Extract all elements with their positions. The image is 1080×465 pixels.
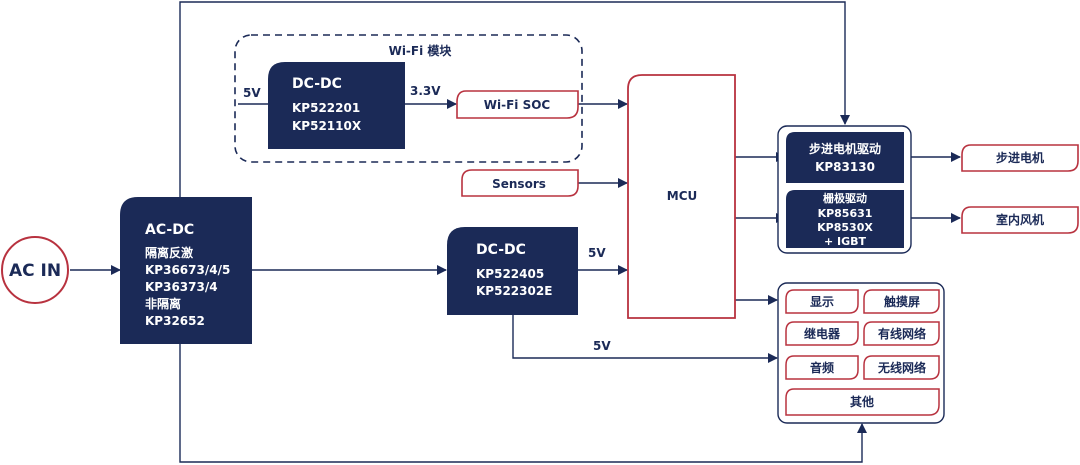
peripheral-other-label: 其他 bbox=[850, 394, 874, 409]
drivers-container: 步进电机驱动 KP83130 栅极驱动 KP85631 KP8530X + IG… bbox=[777, 125, 912, 254]
acdc-title: AC-DC bbox=[145, 222, 194, 238]
wifi-dcdc-block bbox=[268, 62, 405, 149]
dcdc-main-title: DC-DC bbox=[476, 242, 526, 258]
dcdc-main-line: KP522405 bbox=[476, 267, 544, 281]
wifi-soc-label: Wi-Fi SOC bbox=[484, 98, 551, 112]
wifi-module: Wi-Fi 模块 5V 3.3V DC-DC KP522201 KP52110X… bbox=[234, 34, 583, 163]
line-top-rail bbox=[179, 1, 850, 197]
peripheral-other bbox=[785, 388, 940, 416]
wifi-dcdc-line: KP522201 bbox=[292, 101, 360, 115]
mcu-label: MCU bbox=[667, 189, 698, 203]
wifi-dcdc-line: KP52110X bbox=[292, 119, 362, 133]
peripheral-touchscreen bbox=[863, 289, 940, 314]
gate-driver-line: KP85631 bbox=[818, 207, 873, 220]
wifi-dcdc-title: DC-DC bbox=[292, 76, 342, 92]
indoor-fan-label: 室内风机 bbox=[996, 212, 1044, 227]
peripheral-wireless-network-label: 无线网络 bbox=[877, 360, 926, 375]
peripheral-audio-label: 音频 bbox=[810, 360, 834, 375]
peripheral-relay-label: 继电器 bbox=[804, 326, 841, 341]
wifi-module-title: Wi-Fi 模块 bbox=[389, 43, 453, 58]
peripheral-relay bbox=[785, 321, 859, 346]
peripheral-display-label: 显示 bbox=[810, 295, 834, 309]
dcdc-main-block: DC-DC KP522405 KP522302E bbox=[447, 227, 578, 315]
wifi-out-voltage: 3.3V bbox=[410, 84, 441, 98]
voltage-label-mcu: 5V bbox=[588, 246, 606, 260]
wifi-soc-block bbox=[456, 90, 579, 119]
peripherals-container: 显示 触摸屏 继电器 有线网络 音频 无线网络 其他 bbox=[777, 282, 945, 424]
ac-in-label: AC IN bbox=[9, 261, 61, 281]
acdc-block: AC-DC 隔离反激 KP36673/4/5 KP36373/4 非隔离 KP3… bbox=[120, 197, 252, 344]
acdc-line: 隔离反激 bbox=[145, 245, 193, 260]
line-dcdc-peripherals bbox=[512, 315, 778, 363]
stepper-driver-line: KP83130 bbox=[815, 160, 875, 174]
wifi-in-voltage: 5V bbox=[243, 86, 261, 100]
connections bbox=[70, 1, 961, 463]
sensors-block: Sensors bbox=[461, 169, 579, 197]
peripheral-touchscreen-label: 触摸屏 bbox=[884, 294, 920, 309]
ac-in-node: AC IN bbox=[1, 236, 69, 304]
indoor-fan-output: 室内风机 bbox=[961, 206, 1079, 234]
acdc-line: KP36373/4 bbox=[145, 280, 218, 294]
peripheral-wired-network bbox=[863, 321, 940, 346]
peripheral-wired-network-label: 有线网络 bbox=[878, 326, 926, 341]
gate-driver-line: + IGBT bbox=[824, 235, 867, 248]
gate-driver-title: 栅极驱动 bbox=[823, 191, 867, 205]
line-bottom-rail bbox=[179, 344, 867, 463]
acdc-line: KP32652 bbox=[145, 314, 205, 328]
stepper-motor-output: 步进电机 bbox=[961, 144, 1079, 172]
mcu-block: MCU bbox=[627, 74, 736, 319]
peripheral-wireless-network bbox=[863, 355, 940, 380]
sensors-label: Sensors bbox=[492, 177, 546, 191]
voltage-label-peripherals: 5V bbox=[593, 339, 611, 353]
acdc-line: 非隔离 bbox=[145, 296, 181, 311]
stepper-driver-title: 步进电机驱动 bbox=[809, 141, 881, 156]
gate-driver-line: KP8530X bbox=[817, 221, 873, 234]
acdc-line: KP36673/4/5 bbox=[145, 263, 230, 277]
gate-driver-block bbox=[786, 190, 904, 248]
stepper-driver-block bbox=[786, 132, 904, 183]
dcdc-main-line: KP522302E bbox=[476, 284, 552, 298]
peripheral-audio bbox=[785, 355, 859, 380]
stepper-motor-label: 步进电机 bbox=[996, 150, 1044, 165]
peripheral-display bbox=[785, 289, 859, 314]
